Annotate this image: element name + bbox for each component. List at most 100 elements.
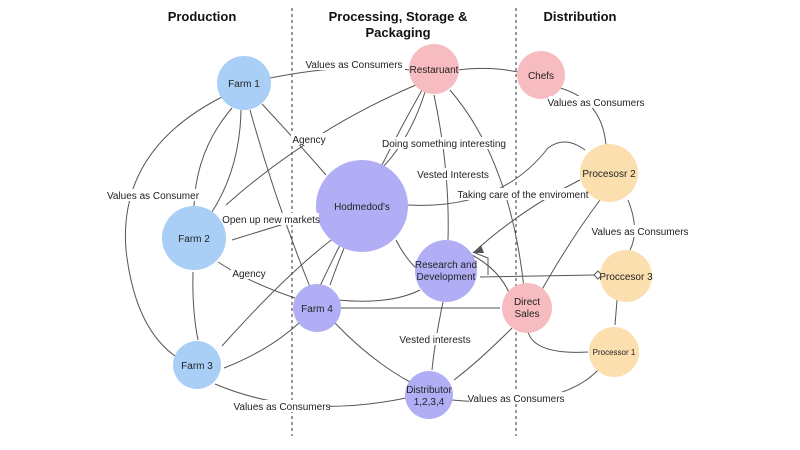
label-bg [303, 58, 405, 70]
procesor2-circle[interactable] [580, 144, 638, 202]
edge-label-vested-interests-bottom: Vested interests [399, 335, 470, 346]
proccesor3-label: Proccesor 3 [599, 272, 653, 283]
column-heading-distribution: Distribution [544, 9, 617, 24]
direct-sales-label-line1: Direct [514, 297, 540, 308]
restaurant-circle[interactable] [409, 44, 459, 94]
farm4-circle[interactable] [293, 284, 341, 332]
research-label-line2: Development [417, 272, 476, 283]
node-chefs[interactable]: Chefs [517, 51, 565, 99]
node-restaurant[interactable]: Restaruant [409, 44, 459, 94]
distributor-label-line2: 1,2,3,4 [414, 397, 445, 408]
edge-label-agency-top: Agency [292, 135, 325, 146]
farm2-label: Farm 2 [178, 234, 210, 245]
edge-label-values-consumers-top: Values as Consumers [305, 60, 402, 71]
edge-research-farm4 [337, 289, 421, 302]
edge-proccesor3-processor1 [614, 299, 618, 326]
edge-farm1-farm2 [193, 107, 233, 207]
edge-labels: Values as Consumers Values as Consumer A… [107, 58, 689, 413]
edge-label-values-consumers-bottom-left: Values as Consumers [233, 402, 330, 413]
node-farm1[interactable]: Farm 1 [217, 56, 271, 110]
edge-research-bracket [474, 252, 489, 275]
research-label-line1: Research and [415, 260, 477, 271]
proccesor3-circle[interactable] [600, 250, 652, 302]
label-bg [469, 392, 563, 404]
edge-farm3-hodmedods [221, 234, 339, 347]
column-heading-production: Production [168, 9, 237, 24]
farm4-label: Farm 4 [301, 304, 333, 315]
node-research[interactable]: Research and Development [415, 240, 477, 302]
edge-label-taking-care: Taking care of the enviroment [457, 190, 588, 201]
label-bg [400, 333, 470, 345]
node-hodmedods[interactable]: Hodmedod's [316, 160, 408, 252]
direct-sales-circle[interactable] [502, 283, 552, 333]
edge-label-agency-mid: Agency [232, 269, 265, 280]
chefs-label: Chefs [528, 71, 554, 82]
edge-farm2-farm4 [217, 261, 296, 299]
node-proccesor3[interactable]: Proccesor 3 [599, 250, 653, 302]
column-heading-processing: Processing, Storage & [329, 9, 468, 24]
restaurant-label: Restaruant [410, 65, 459, 76]
farm1-label: Farm 1 [228, 79, 260, 90]
edge-directsales-distributor [453, 327, 513, 381]
edge-label-vested-interests-top: Vested Interests [417, 170, 489, 181]
farm2-circle[interactable] [162, 206, 226, 270]
edge-label-open-markets: Open up new markets [222, 215, 320, 226]
edge-research-directsales [471, 254, 511, 296]
research-circle[interactable] [415, 240, 477, 302]
distributor-label-line1: Distributor [406, 385, 452, 396]
label-bg [235, 400, 329, 412]
edge-directsales-processor1 [527, 331, 589, 353]
edge-restaurant-chefs [457, 67, 519, 73]
farm3-circle[interactable] [173, 341, 221, 389]
label-bg [460, 188, 586, 200]
edge-chefs-procesor2 [559, 87, 607, 146]
edge-label-values-consumers-chefs: Values as Consumers [547, 98, 644, 109]
edge-restaurant-directsales [449, 89, 525, 289]
label-bg [413, 168, 493, 180]
arrowhead-research [473, 245, 484, 253]
node-farm2[interactable]: Farm 2 [162, 206, 226, 270]
edge-hodmedods-procesor2 [407, 141, 586, 206]
edge-label-doing-something: Doing something interesting [382, 139, 506, 150]
edge-restaurant-research [433, 94, 449, 241]
node-farm4[interactable]: Farm 4 [293, 284, 341, 332]
edge-label-values-consumers-right: Values as Consumers [591, 227, 688, 238]
distributor-circle[interactable] [405, 371, 453, 419]
edge-farm1-farm3-outer [124, 96, 223, 359]
farm3-label: Farm 3 [181, 361, 213, 372]
processor1-label: Processor 1 [593, 348, 636, 357]
node-farm3[interactable]: Farm 3 [173, 341, 221, 389]
processor1-circle[interactable] [589, 327, 639, 377]
farm1-circle[interactable] [217, 56, 271, 110]
label-bg [549, 96, 643, 108]
label-bg [223, 213, 319, 225]
edge-hodmedods-farm4 [319, 244, 341, 287]
hodmedods-label: Hodmedod's [334, 202, 390, 213]
edge-label-values-consumers-bottom-right: Values as Consumers [467, 394, 564, 405]
edge-farm4-distributor [333, 321, 411, 383]
label-bg [110, 189, 196, 201]
label-bg [291, 133, 327, 145]
node-direct-sales[interactable]: Direct Sales [502, 283, 552, 333]
hodmedods-circle[interactable] [316, 160, 408, 252]
chefs-circle[interactable] [517, 51, 565, 99]
edge-research-proccesor3 [479, 274, 595, 278]
label-bg [593, 225, 687, 237]
edge-farm1-farm2-inner [209, 109, 242, 216]
edge-procesor2-research [472, 179, 581, 254]
node-distributor[interactable]: Distributor 1,2,3,4 [405, 371, 453, 419]
edge-farm3-farm4 [223, 321, 301, 369]
edge-farm2-farm3 [192, 271, 199, 341]
direct-sales-label-line2: Sales [514, 309, 539, 320]
procesor2-label: Procesosr 2 [582, 169, 636, 180]
edge-label-values-consumer-left: Values as Consumer [107, 191, 200, 202]
node-procesor2[interactable]: Procesosr 2 [580, 144, 638, 202]
edge-procesor2-directsales [539, 199, 601, 294]
column-heading-processing-line2: Packaging [365, 25, 430, 40]
edge-farm1-farm4 [249, 109, 311, 288]
node-processor1[interactable]: Processor 1 [589, 327, 639, 377]
edge-restaurant-hodmedods [379, 91, 426, 171]
label-bg [377, 137, 511, 149]
